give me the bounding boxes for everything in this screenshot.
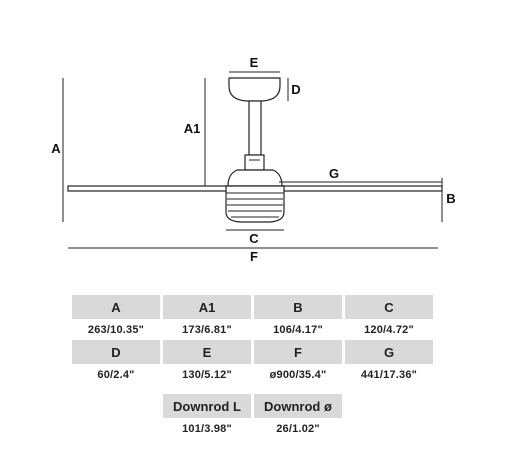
value-e: 130/5.12" xyxy=(182,369,232,381)
label-b: B xyxy=(446,191,455,206)
value-downrod-diameter: 26/1.02" xyxy=(276,423,320,435)
label-g: G xyxy=(329,166,339,181)
value-f: ø900/35.4" xyxy=(269,369,327,381)
fan-blade-right xyxy=(281,185,443,192)
value-b: 106/4.17" xyxy=(273,324,323,336)
fan-downrod xyxy=(248,100,262,156)
fan-motor-housing xyxy=(227,169,283,187)
value-a: 263/10.35" xyxy=(87,324,145,336)
value-downrod-length: 101/3.98" xyxy=(182,423,232,435)
header-a: A xyxy=(72,295,160,319)
header-a1: A1 xyxy=(163,295,251,319)
fan-coupler xyxy=(244,154,265,171)
fan-light-kit xyxy=(225,185,285,223)
fan-canopy xyxy=(228,77,281,102)
value-d: 60/2.4" xyxy=(97,369,135,381)
label-d: D xyxy=(291,82,300,97)
ceiling-fan-dimension-diagram: E D A1 A G B C F xyxy=(51,55,455,264)
fan-blade-left xyxy=(67,185,229,192)
header-f: F xyxy=(254,340,342,364)
value-c: 120/4.72" xyxy=(364,324,414,336)
label-f: F xyxy=(250,249,258,264)
header-downrod-diameter: Downrod ø xyxy=(254,394,342,418)
header-b: B xyxy=(254,295,342,319)
header-d: D xyxy=(72,340,160,364)
value-g: 441/17.36" xyxy=(360,369,418,381)
header-c: C xyxy=(345,295,433,319)
label-a1: A1 xyxy=(184,121,201,136)
label-e: E xyxy=(250,55,259,70)
header-g: G xyxy=(345,340,433,364)
value-a1: 173/6.81" xyxy=(182,324,232,336)
label-a: A xyxy=(51,141,61,156)
label-c: C xyxy=(249,231,259,246)
header-e: E xyxy=(163,340,251,364)
header-downrod-length: Downrod L xyxy=(163,394,251,418)
